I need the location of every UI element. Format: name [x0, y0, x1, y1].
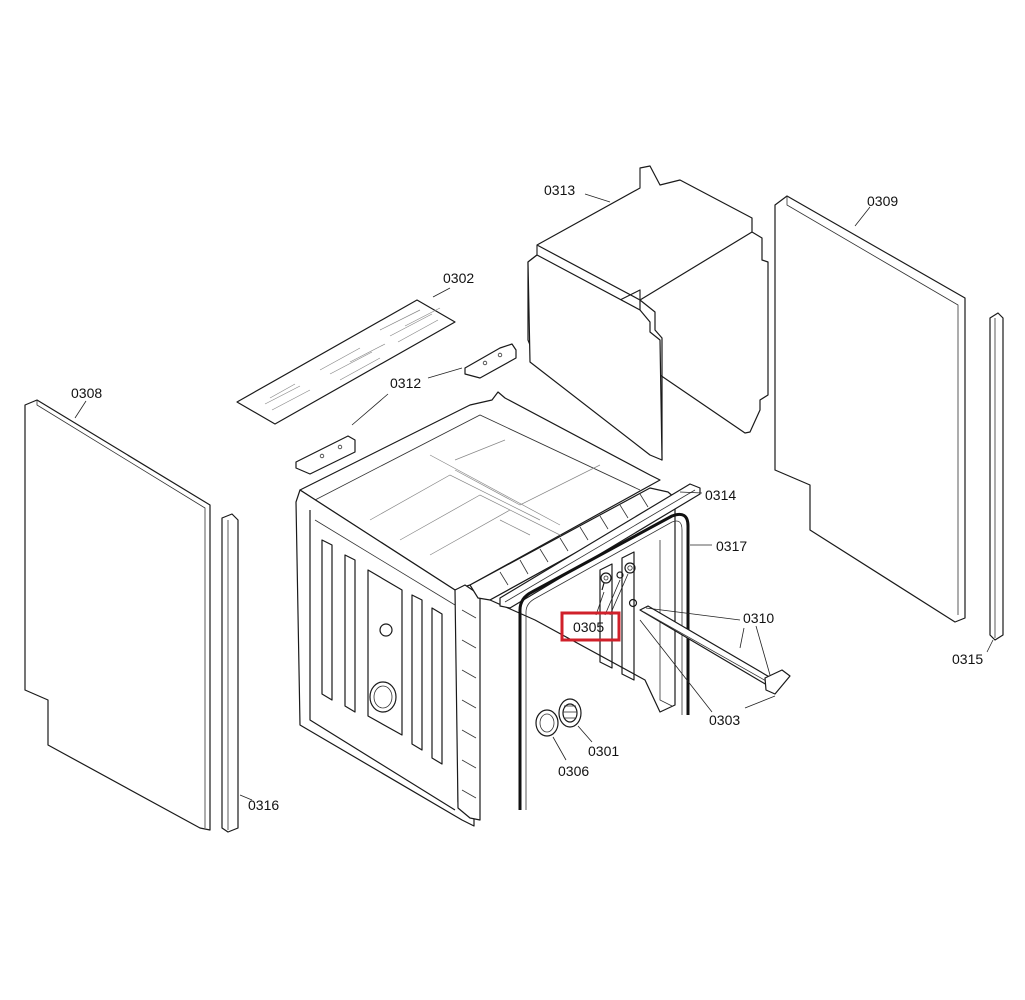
label-0303[interactable]: 0303 [709, 712, 740, 728]
label-0317[interactable]: 0317 [716, 538, 747, 554]
part-0303-hinge-fixings[interactable] [639, 619, 776, 713]
label-0312[interactable]: 0312 [390, 375, 421, 391]
part-0308-left-side-panel[interactable] [24, 399, 211, 831]
label-0305[interactable]: 0305 [573, 619, 604, 635]
part-0306-ring-seal[interactable] [535, 709, 567, 761]
part-0305-screw-set[interactable] [595, 562, 636, 616]
label-0316[interactable]: 0316 [248, 797, 279, 813]
part-0302-top-insulation-plate[interactable] [236, 287, 456, 425]
label-0302[interactable]: 0302 [443, 270, 474, 286]
highlight-box-0305 [560, 611, 621, 642]
part-labels: 0313 0309 0302 0312 0308 0314 0317 0310 … [71, 182, 983, 813]
label-0306[interactable]: 0306 [558, 763, 589, 779]
part-tub-chassis [295, 391, 676, 827]
label-0313[interactable]: 0313 [544, 182, 575, 198]
part-0316-left-trim-strip[interactable] [221, 513, 253, 833]
part-0313-insulation-cover[interactable] [527, 165, 769, 461]
label-0314[interactable]: 0314 [705, 487, 736, 503]
part-0310-hinge-arm[interactable] [628, 598, 791, 695]
part-0309-right-side-panel[interactable] [774, 195, 966, 623]
label-0308[interactable]: 0308 [71, 385, 102, 401]
part-0315-right-trim-strip[interactable] [986, 312, 1004, 653]
part-0312-mounting-brackets[interactable] [295, 343, 517, 475]
part-0314-upper-seal-strip[interactable] [499, 483, 703, 609]
label-0310[interactable]: 0310 [743, 610, 774, 626]
label-0315[interactable]: 0315 [952, 651, 983, 667]
label-0301[interactable]: 0301 [588, 743, 619, 759]
part-0301-drain-cap[interactable] [558, 698, 593, 743]
label-0309[interactable]: 0309 [867, 193, 898, 209]
part-0317-door-gasket[interactable] [518, 512, 712, 810]
